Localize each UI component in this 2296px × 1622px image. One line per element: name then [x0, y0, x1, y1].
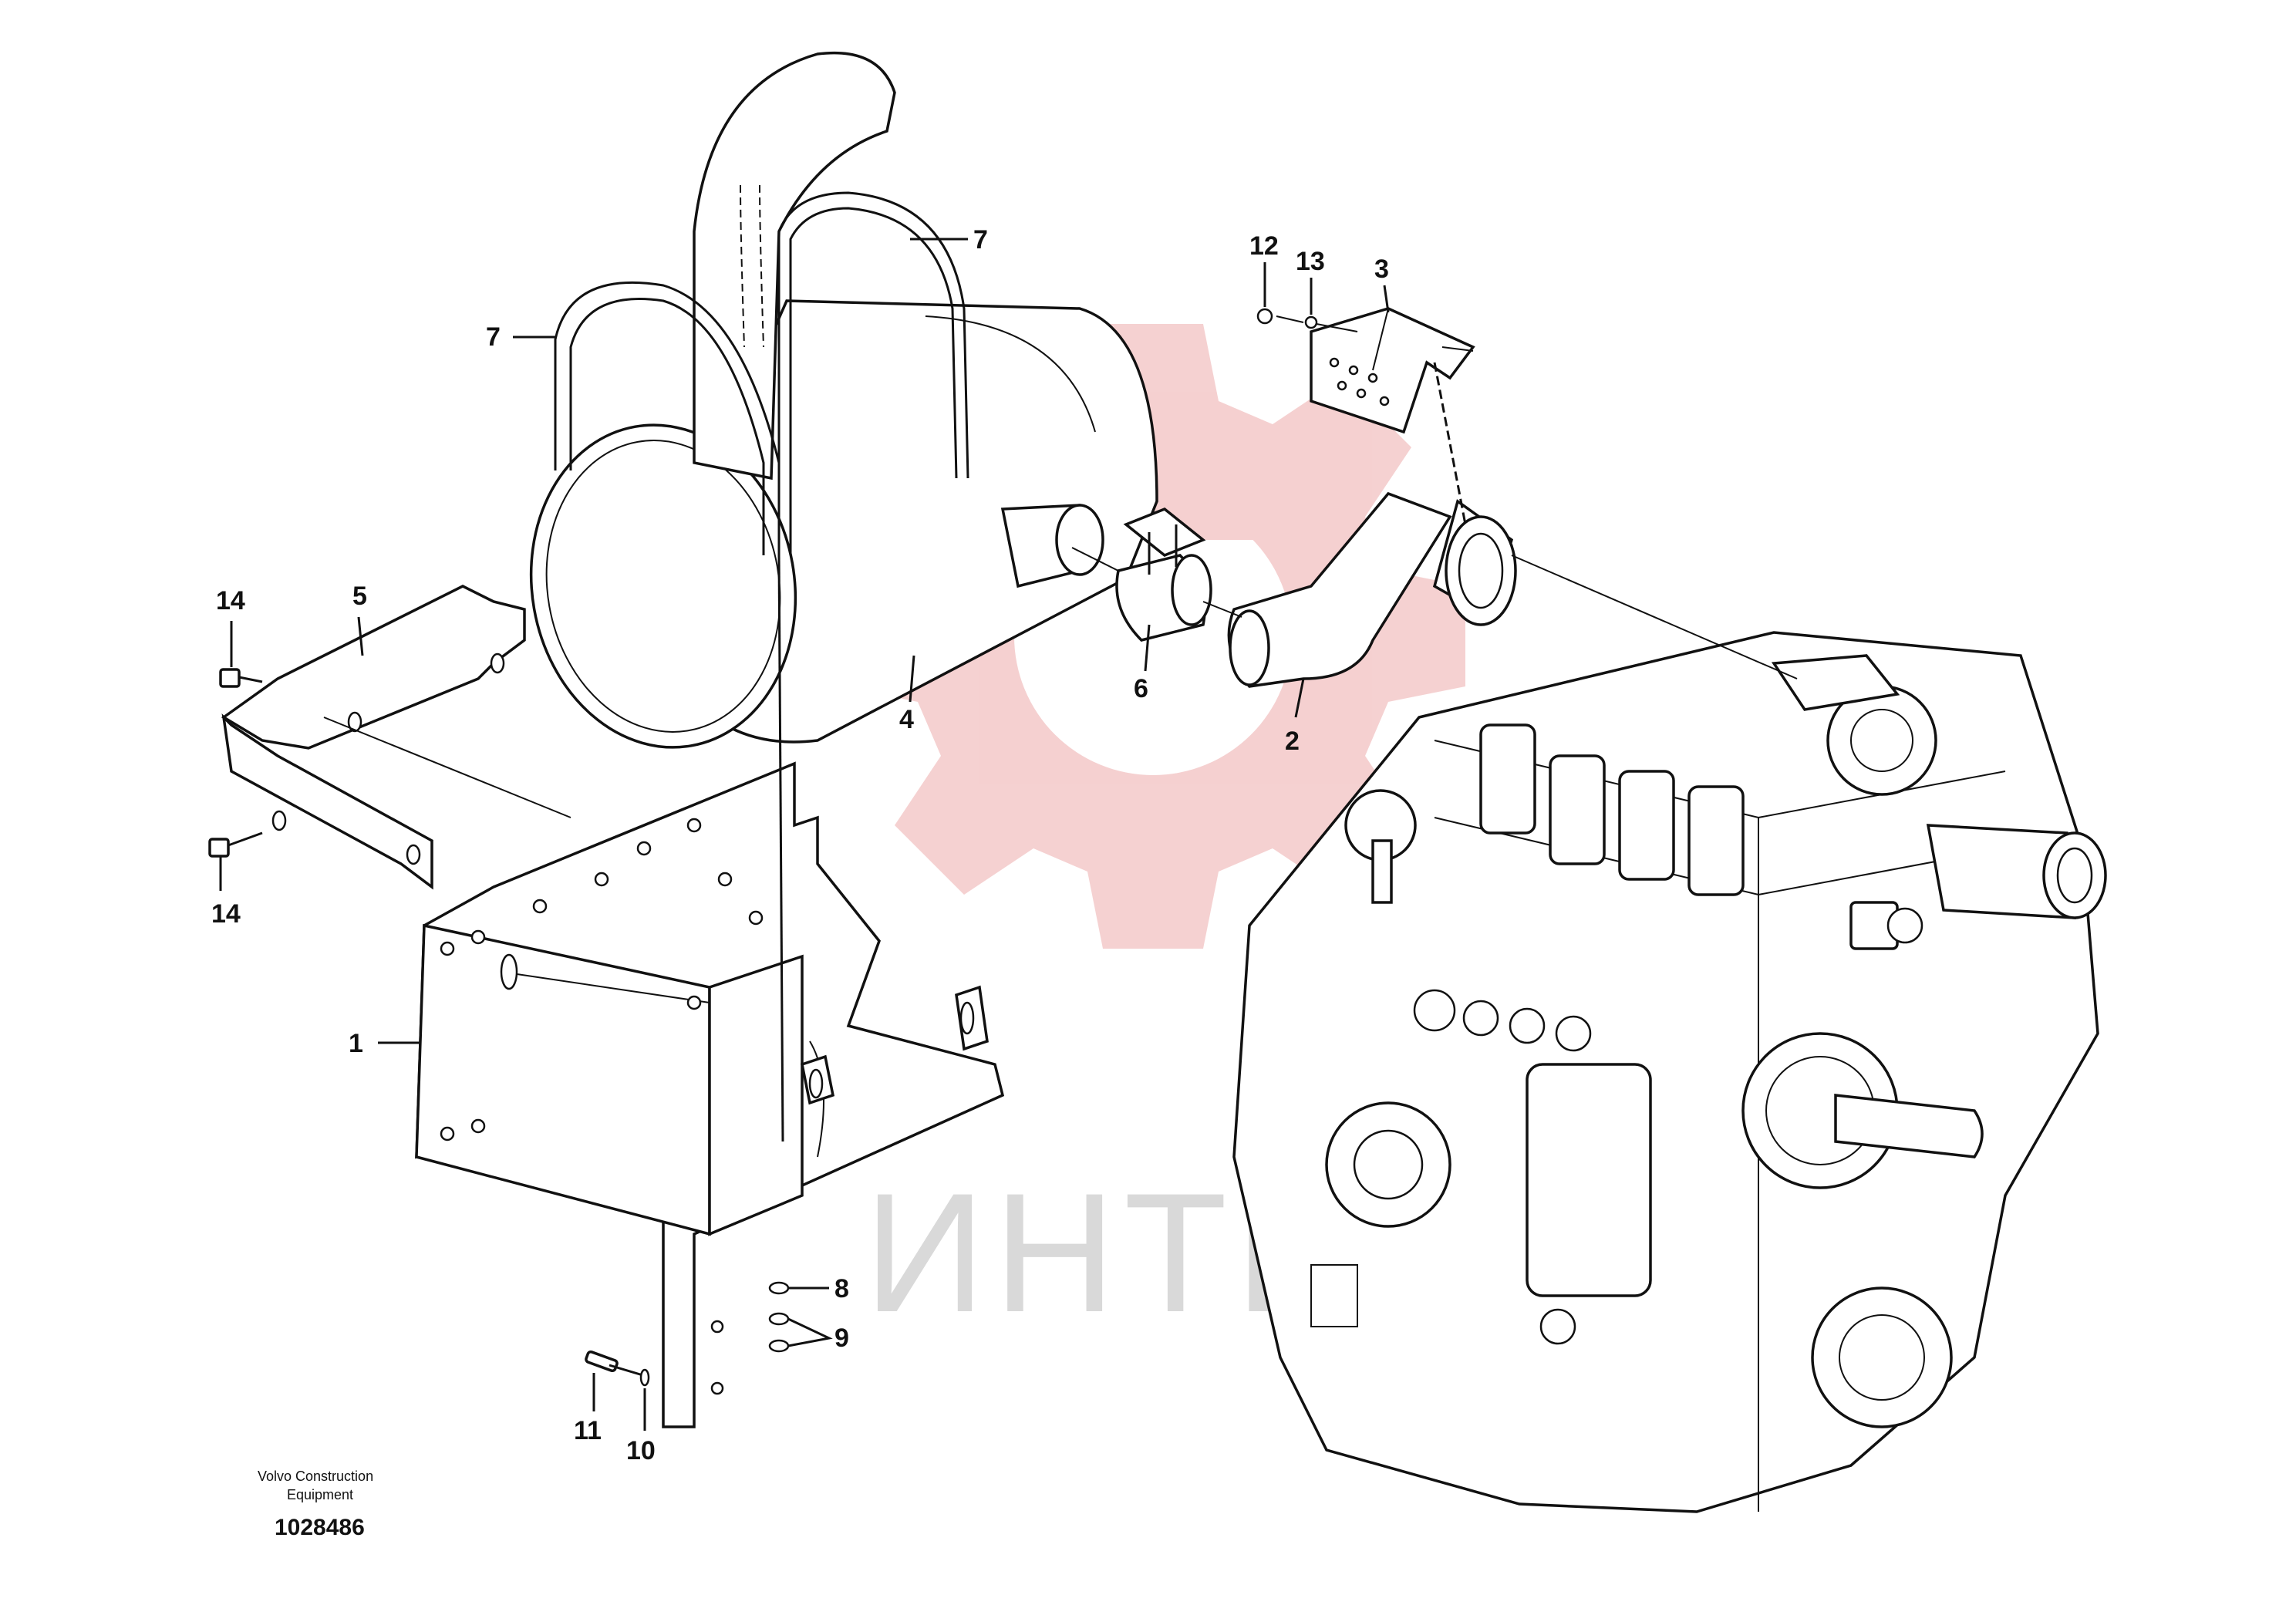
callout-8: 8 [834, 1274, 849, 1303]
callout-9: 9 [834, 1324, 849, 1353]
callout-14b: 14 [211, 899, 241, 929]
callout-7a: 7 [486, 322, 501, 352]
muffler [529, 299, 1158, 749]
engine [1232, 631, 2107, 1513]
nut-12 [1256, 308, 1273, 325]
bolt-11 [585, 1350, 649, 1378]
callout-11: 11 [574, 1416, 602, 1445]
callout-6: 6 [1134, 674, 1148, 703]
callout-14a: 14 [216, 586, 245, 615]
bracket-5 [221, 585, 526, 890]
bolt-14-top [219, 668, 263, 688]
washer-10 [639, 1368, 650, 1387]
bolt-14-bottom [208, 831, 263, 858]
connector-6 [1115, 507, 1212, 642]
callout-7b: 7 [973, 225, 988, 255]
leader-5 [357, 616, 364, 656]
callout-2: 2 [1285, 727, 1300, 756]
heat-shield-3 [1310, 307, 1475, 525]
callout-13: 13 [1296, 247, 1325, 276]
callout-5: 5 [352, 582, 367, 611]
washer-8 [768, 1281, 790, 1295]
bracket-1 [415, 761, 1005, 1428]
callout-3: 3 [1374, 255, 1389, 284]
washer-9b [768, 1339, 790, 1353]
callout-4: 4 [899, 705, 914, 734]
leader-6 [1144, 624, 1151, 672]
drawing-number: 1028486 [275, 1515, 365, 1540]
leader-3 [1383, 285, 1390, 313]
washer-13 [1304, 315, 1318, 329]
callout-12: 12 [1249, 231, 1279, 261]
exhaust-pipe-2 [1227, 491, 1517, 688]
callout-1: 1 [349, 1029, 363, 1058]
brand-line-2: Equipment [287, 1487, 353, 1502]
washer-9a [768, 1312, 790, 1326]
brand-line-1: Volvo Construction [258, 1469, 373, 1484]
leader-2 [1294, 678, 1305, 718]
leader-9 [787, 1317, 833, 1347]
leader-4 [909, 655, 915, 703]
u-clamps [554, 191, 969, 555]
exhaust-stack [693, 51, 896, 481]
callout-10: 10 [626, 1436, 656, 1465]
